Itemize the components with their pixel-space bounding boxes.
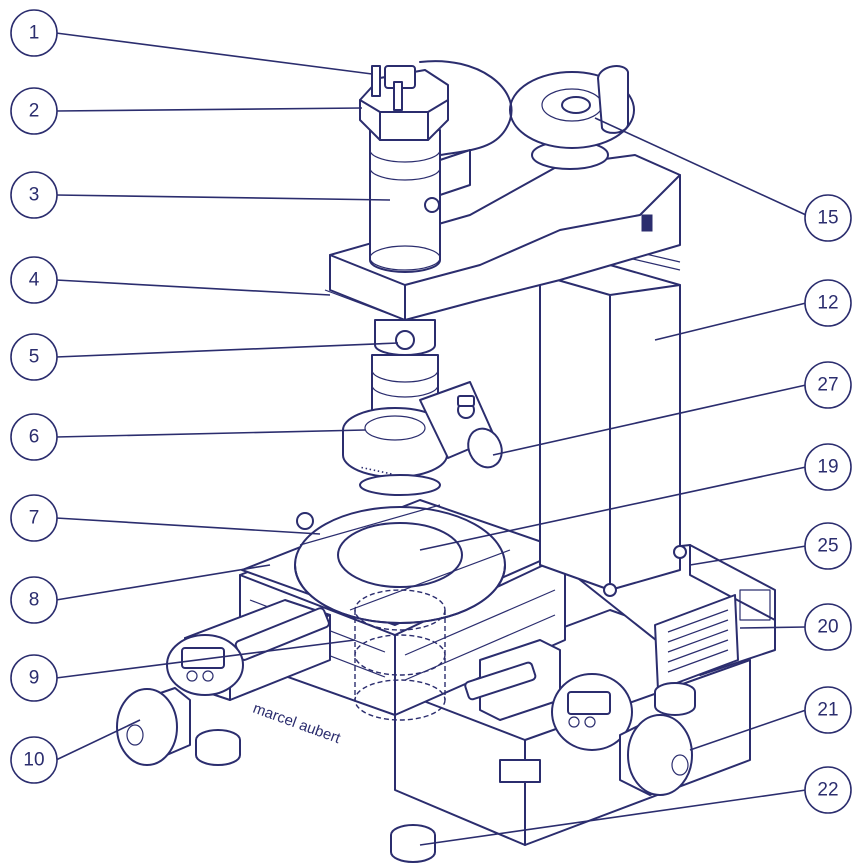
vertical-column: [539, 247, 687, 597]
svg-text:22: 22: [817, 780, 838, 801]
svg-text:3: 3: [29, 185, 40, 206]
callout-3: 3: [10, 171, 58, 219]
callout-5: 5: [10, 333, 58, 381]
callout-12: 12: [804, 279, 852, 327]
svg-text:19: 19: [817, 457, 838, 478]
svg-text:8: 8: [29, 590, 40, 611]
left-micrometer: [116, 599, 331, 766]
svg-text:1: 1: [29, 23, 40, 44]
callout-20: 20: [804, 603, 852, 651]
svg-text:15: 15: [817, 208, 838, 229]
svg-text:21: 21: [817, 700, 838, 721]
callout-15: 15: [804, 194, 852, 242]
callout-2: 2: [10, 87, 58, 135]
brand-label: marcel aubert: [251, 700, 344, 748]
svg-text:7: 7: [29, 508, 40, 529]
right-micrometer: [464, 639, 693, 796]
callout-7: 7: [10, 494, 58, 542]
horizontal-arm: [324, 154, 681, 321]
leader-lines: [55, 32, 807, 846]
camera-head: [359, 65, 449, 141]
callout-22: 22: [804, 766, 852, 814]
callout-8: 8: [10, 576, 58, 624]
svg-text:27: 27: [817, 375, 838, 396]
callout-1: 1: [10, 9, 58, 57]
svg-text:6: 6: [29, 427, 40, 448]
callout-21: 21: [804, 686, 852, 734]
svg-text:2: 2: [29, 101, 40, 122]
svg-text:5: 5: [29, 347, 40, 368]
svg-text:4: 4: [29, 270, 40, 291]
callout-19: 19: [804, 443, 852, 491]
callout-4: 4: [10, 256, 58, 304]
focus-wheel: [509, 65, 635, 170]
svg-text:10: 10: [23, 750, 44, 771]
svg-text:20: 20: [817, 617, 838, 638]
callout-27: 27: [804, 361, 852, 409]
svg-text:25: 25: [817, 536, 838, 557]
callout-25: 25: [804, 522, 852, 570]
svg-text:12: 12: [817, 293, 838, 314]
optical-tube: [369, 60, 513, 273]
callout-6: 6: [10, 413, 58, 461]
svg-text:9: 9: [29, 668, 40, 689]
callout-9: 9: [10, 654, 58, 702]
callout-10: 10: [10, 736, 58, 784]
objective-assembly: ........ ... ....: [342, 319, 503, 496]
